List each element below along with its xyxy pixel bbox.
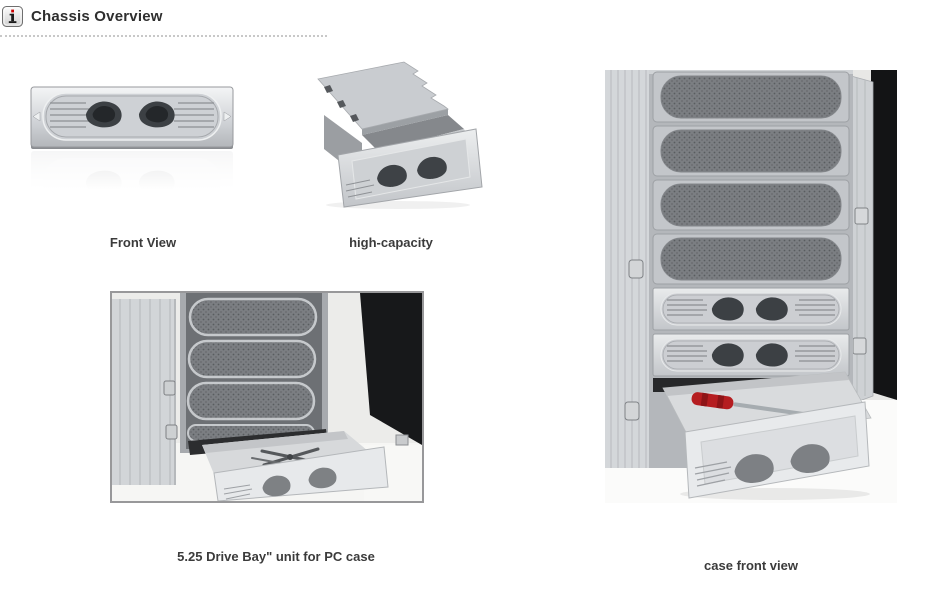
high-capacity-photo [278,55,484,210]
page-title: Chassis Overview [31,8,163,25]
case-front-view-caption: case front view [704,558,798,573]
case-front-view-photo [605,70,897,503]
drive-bay-unit-photo [110,291,424,503]
front-view-photo [30,85,235,190]
info-icon [2,6,23,27]
drive-bay-unit-caption: 5.25 Drive Bay" unit for PC case [177,549,375,564]
dotted-divider [0,35,327,37]
high-capacity-caption: high-capacity [349,235,433,250]
section-header: Chassis Overview [2,6,163,27]
front-view-caption: Front View [109,235,177,250]
